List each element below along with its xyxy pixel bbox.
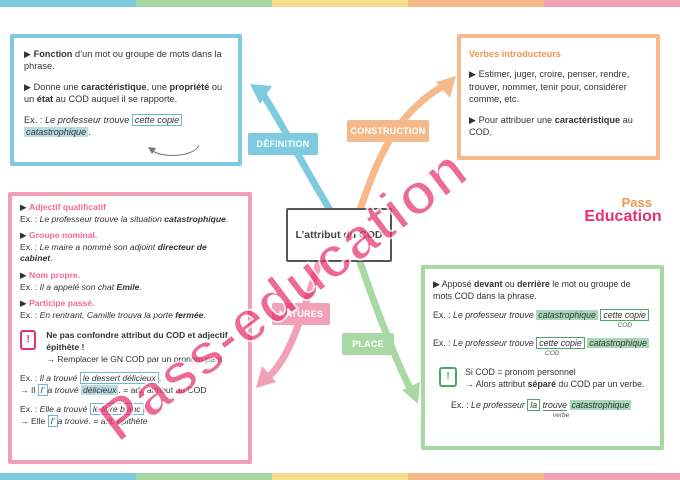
warning-example-3: Ex. : Elle a trouvé le livre blanc. [20, 403, 146, 416]
warning-icon: ! [20, 330, 37, 351]
place-example-2: Ex. : Le professeur trouve cette copie c… [433, 337, 649, 350]
pass-education-logo: Pass Education [580, 196, 666, 225]
warning-title: Ne pas confondre attribut du COD et adje… [46, 330, 228, 352]
logo-line-1: Pass [621, 195, 652, 210]
construction-title: Verbes introducteurs [469, 49, 561, 59]
warning-line: → Remplacer le GN COD par un pronom pers… [46, 353, 225, 364]
curved-arrow-icon [148, 144, 200, 156]
definition-paragraph-1: ▶ Fonction d’un mot ou groupe de mots da… [24, 49, 222, 72]
center-title: L’attribut du COD [286, 208, 392, 262]
place-box: ▶ Apposé devant ou derrière le mot ou gr… [421, 265, 664, 450]
nature-item-adjective: ▶ Adjectif qualificatif [20, 202, 106, 212]
tag-natures: NATURES [272, 303, 330, 325]
bottom-color-stripe [0, 473, 680, 480]
tag-place: PLACE [342, 333, 394, 355]
logo-line-2: Education [584, 208, 662, 225]
warning-example-1: Ex. : Il a trouvé le dessert délicieux. [20, 372, 162, 385]
place-example-1: Ex. : Le professeur trouve catastrophiqu… [433, 308, 652, 322]
definition-paragraph-2: ▶ Donne une caractéristique, une proprié… [24, 81, 223, 105]
warning-block: ! Ne pas confondre attribut du COD et ad… [20, 330, 240, 365]
definition-example: Ex. : Le professeur trouve cette copie c… [24, 113, 228, 139]
place-warning: ! Si COD = pronom personnel → Alors attr… [439, 367, 652, 391]
place-paragraph: ▶ Apposé devant ou derrière le mot ou gr… [433, 279, 631, 301]
verbe-label: verbe [553, 411, 570, 419]
nature-item-proper-noun: ▶ Nom propre. [20, 269, 81, 280]
place-warning-line-1: Si COD = pronom personnel [465, 367, 576, 378]
nature-item-gn: ▶ Groupe nominal. [20, 230, 98, 241]
warning-example-2: → Il l’a trouvé délicieux. = adj. attrib… [20, 383, 207, 396]
nature-example-adjective: Ex. : Le professeur trouve la situation … [20, 213, 229, 224]
nature-example-gn: Ex. : Le maire a nommé son adjoint direc… [20, 241, 207, 264]
definition-box: ▶ Fonction d’un mot ou groupe de mots da… [10, 34, 242, 166]
place-example-3: Ex. : Le professeur la trouve catastroph… [451, 398, 632, 411]
center-title-text: L’attribut du COD [295, 229, 383, 241]
nature-example-participle: Ex. : En rentrant, Camille trouva la por… [20, 309, 206, 320]
cod-label-2: COD [545, 350, 560, 358]
construction-paragraph-2: ▶ Pour attribuer une caractéristique au … [469, 114, 633, 138]
tag-construction: CONSTRUCTION [347, 120, 429, 142]
construction-box: Verbes introducteurs ▶ Estimer, juger, c… [457, 34, 660, 160]
tag-definition: DÉFINITION [248, 133, 318, 155]
nature-item-participle: ▶ Participe passé. [20, 298, 95, 309]
nature-example-proper-noun: Ex. : Il a appelé son chat Emile. [20, 281, 142, 292]
cod-label-1: COD [617, 321, 632, 329]
place-warning-line-2: → Alors attribut séparé du COD par un ve… [465, 378, 645, 389]
warning-example-4: → Elle l’a trouvé. = adj. épithète [20, 414, 148, 427]
top-color-stripe [0, 0, 680, 7]
natures-box: ▶ Adjectif qualificatif Ex. : Le profess… [8, 192, 252, 464]
warning-icon: ! [439, 367, 457, 388]
construction-paragraph-1: ▶ Estimer, juger, croire, penser, rendre… [469, 69, 630, 105]
